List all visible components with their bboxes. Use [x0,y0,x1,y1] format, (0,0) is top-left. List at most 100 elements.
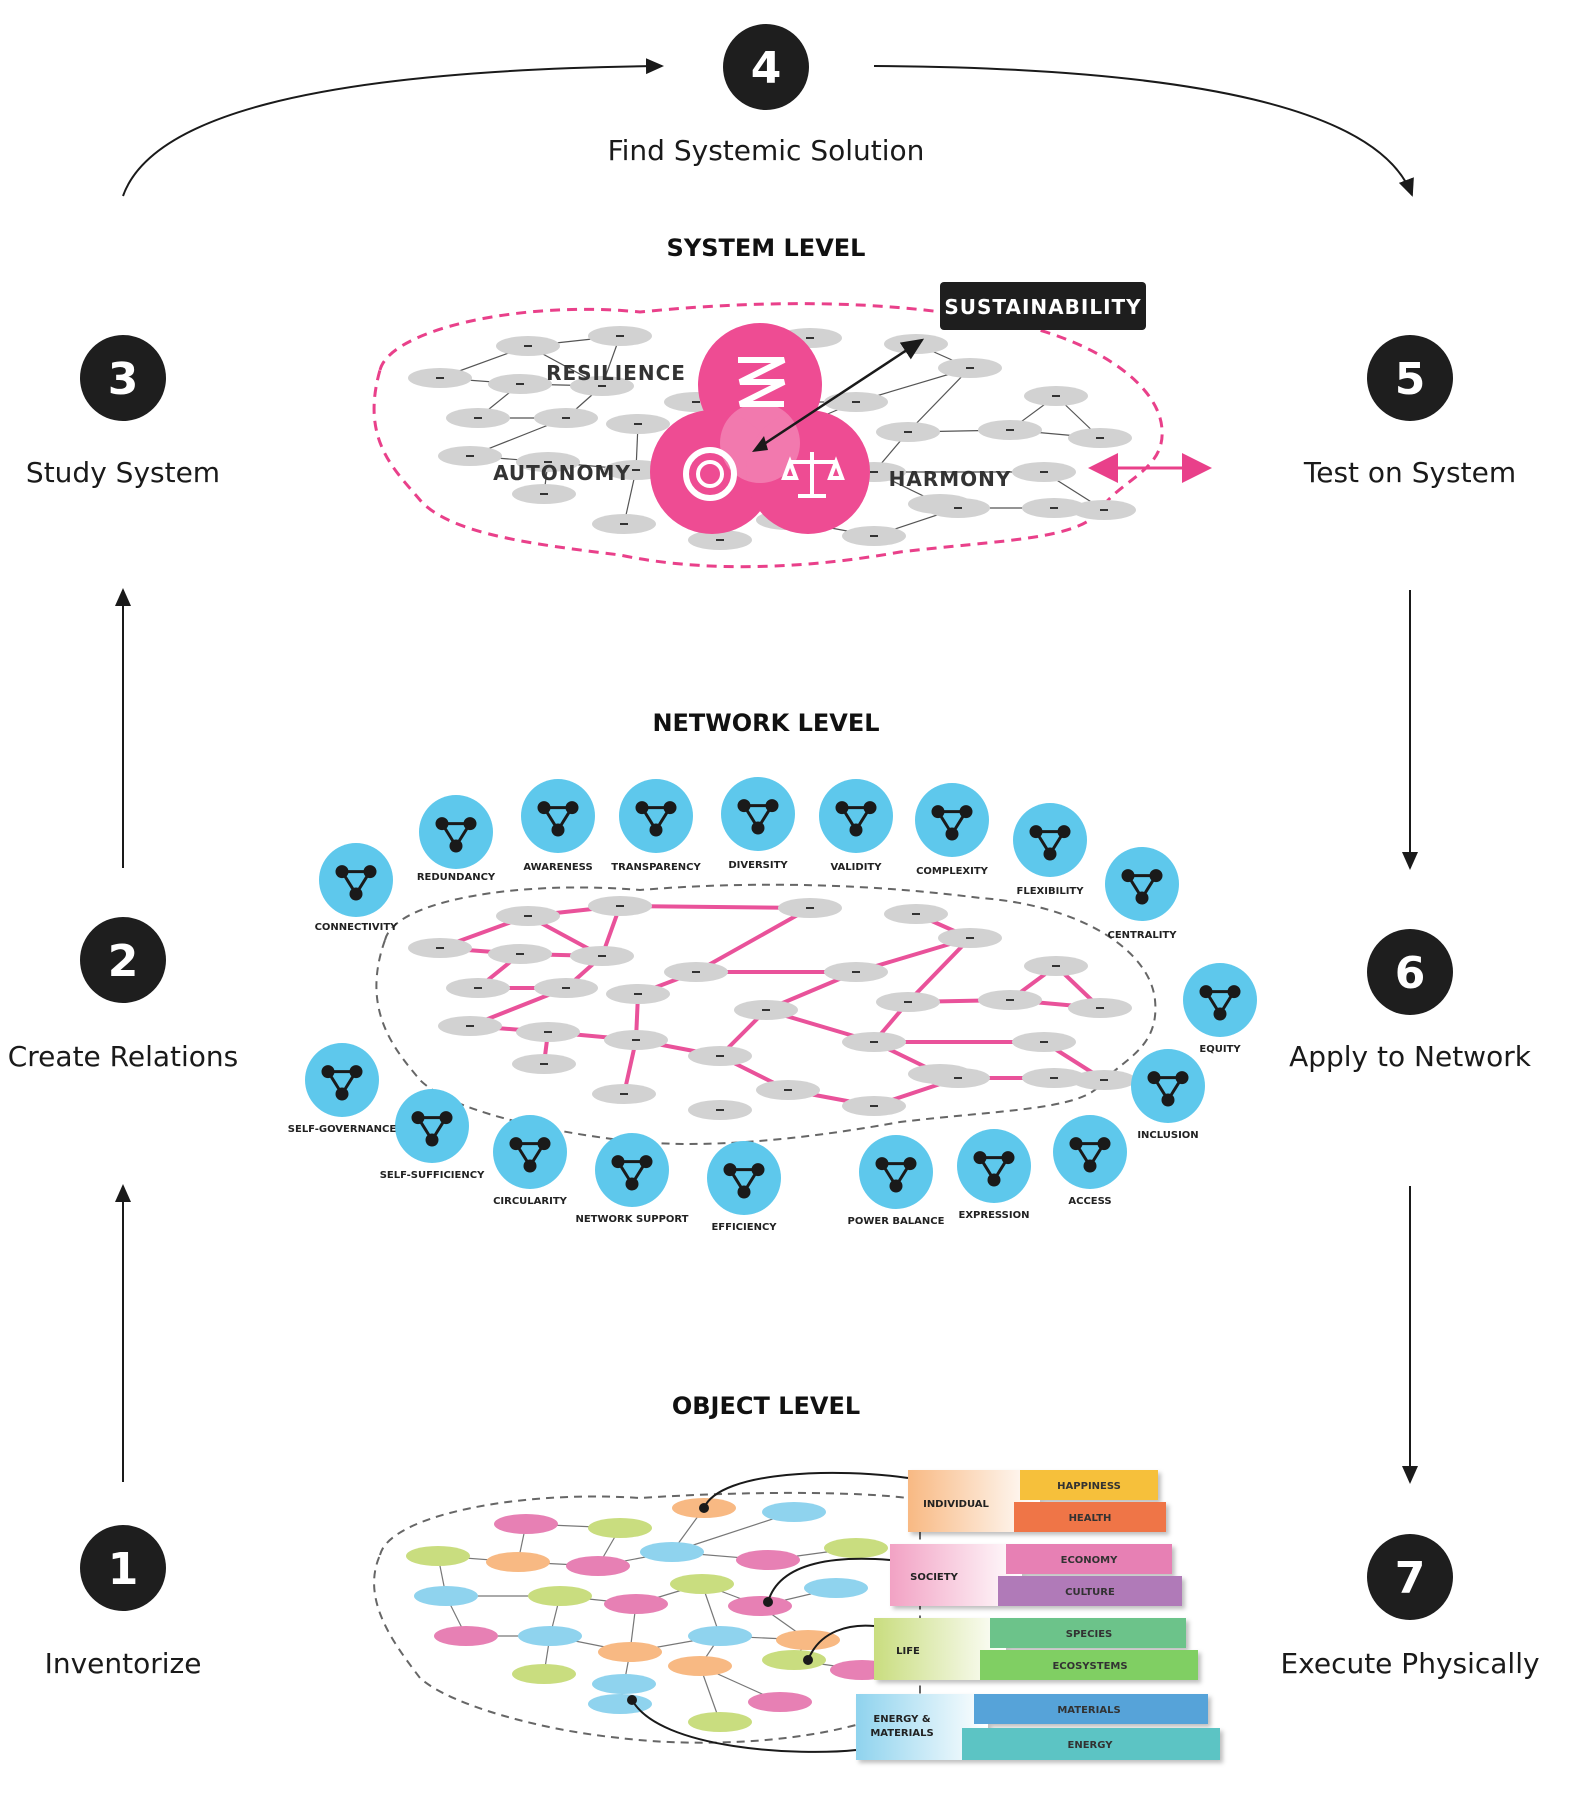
happiness-bar [1020,1470,1158,1500]
step-1: 1 Inventorize [45,1525,201,1680]
property-self-governance: SELF-GOVERNANCE [288,1043,396,1135]
property-redundancy: REDUNDANCY [417,795,496,883]
key-icon [1069,1137,1111,1173]
property-centrality: CENTRALITY [1105,847,1179,941]
step-label: Apply to Network [1289,1040,1532,1073]
equal-people-icon [1199,985,1241,1021]
property-label: REDUNDANCY [417,872,496,883]
object-node [434,1626,498,1646]
resilience-zigzag-icon [738,357,786,407]
property-label: EXPRESSION [959,1210,1030,1221]
category-connector [631,1699,857,1753]
inclusion-people-icon [1147,1071,1189,1107]
step-number: 6 [1395,948,1426,999]
step-number-circle [723,24,809,110]
property-label: VALIDITY [831,862,883,873]
object-node [512,1664,576,1684]
step-label: Test on System [1303,456,1516,489]
property-label: SELF-SUFFICIENCY [380,1170,485,1181]
property-badge [305,1043,379,1117]
object-node [518,1626,582,1646]
step-number-circle [1367,335,1453,421]
property-efficiency: EFFICIENCY [707,1141,781,1233]
property-label: EQUITY [1199,1044,1241,1055]
step-number-circle [80,335,166,421]
self-sufficiency-icon [411,1111,453,1147]
object-node [588,1518,652,1538]
object-graph [406,1471,909,1753]
ecosystems-bar [980,1650,1198,1680]
sustainability-pointer [757,338,925,450]
property-badge [521,779,595,853]
category-energy-materials: ENERGY &MATERIALS MATERIALS ENERGY [856,1694,1220,1760]
energy-label: ENERGY [1068,1740,1114,1751]
property-self-sufficiency: SELF-SUFFICIENCY [380,1089,485,1181]
category-life: LIFE SPECIES ECOSYSTEMS [874,1618,1198,1680]
object-node [414,1586,478,1606]
property-badge [707,1141,781,1215]
economy-label: ECONOMY [1061,1555,1118,1566]
property-label: POWER BALANCE [848,1216,945,1227]
pointer-base [752,436,768,452]
property-badge [1183,963,1257,1037]
step-label: Study System [26,456,220,489]
energy-bar [962,1728,1220,1760]
property-label: CENTRALITY [1108,930,1178,941]
autonomy-ring-icon [683,447,737,501]
object-node [494,1514,558,1534]
diverse-nodes-icon [737,799,779,835]
triangle-network-icon [335,865,377,901]
connector-dot [699,1503,709,1513]
property-badge [957,1129,1031,1203]
energy-materials-label: ENERGY &MATERIALS [870,1714,933,1739]
harmony-label: HARMONY [889,467,1012,491]
object-node [528,1586,592,1606]
property-label: COMPLEXITY [916,866,989,877]
property-awareness: AWARENESS [521,779,595,873]
economy-bar [1006,1544,1172,1574]
step-number: 7 [1395,1553,1426,1604]
self-governance-icon [321,1065,363,1101]
autonomy-label: AUTONOMY [493,461,631,485]
network-graph [408,896,1136,1120]
step-number-circle [1367,929,1453,1015]
health-bar [1014,1502,1166,1532]
object-node [688,1626,752,1646]
complex-mesh-icon [931,805,973,841]
property-inclusion: INCLUSION [1131,1049,1205,1141]
object-node [776,1630,840,1650]
power-balance-icon [875,1157,917,1193]
property-badge [1053,1115,1127,1189]
property-badge [859,1135,933,1209]
category-connector [767,1557,891,1603]
step-2: 2 Create Relations [8,917,239,1073]
harmony-circle [746,410,870,534]
property-badge [493,1115,567,1189]
network-link [695,906,811,974]
object-node [736,1550,800,1570]
step-3: 3 Study System [26,335,220,489]
property-equity: EQUITY [1183,963,1257,1055]
step-label: Create Relations [8,1040,239,1073]
system-boundary [372,302,1164,569]
object-node [804,1578,868,1598]
network-level-title: NETWORK LEVEL [652,709,879,737]
property-badge [595,1133,669,1207]
validity-triangle-icon [835,801,877,837]
system-level-title: SYSTEM LEVEL [667,234,866,262]
efficiency-cycle-icon [723,1163,765,1199]
transparent-triangle-icon [635,801,677,837]
property-transparency: TRANSPARENCY [611,779,701,873]
property-flexibility: FLEXIBILITY [1013,803,1087,897]
resilience-label: RESILIENCE [546,361,686,385]
network-link [906,936,972,1004]
system-level: SYSTEM LEVEL RESILIENCE AUTONOMY HARMONY [372,234,1212,569]
redundant-loop-icon [435,817,477,853]
property-badge [319,843,393,917]
arc-arrow-4-to-5 [873,65,1414,197]
object-boundary [373,1491,921,1744]
happiness-label: HAPPINESS [1057,1481,1121,1492]
society-label: SOCIETY [910,1572,958,1583]
arc-arrow-3-to-4 [122,58,664,197]
